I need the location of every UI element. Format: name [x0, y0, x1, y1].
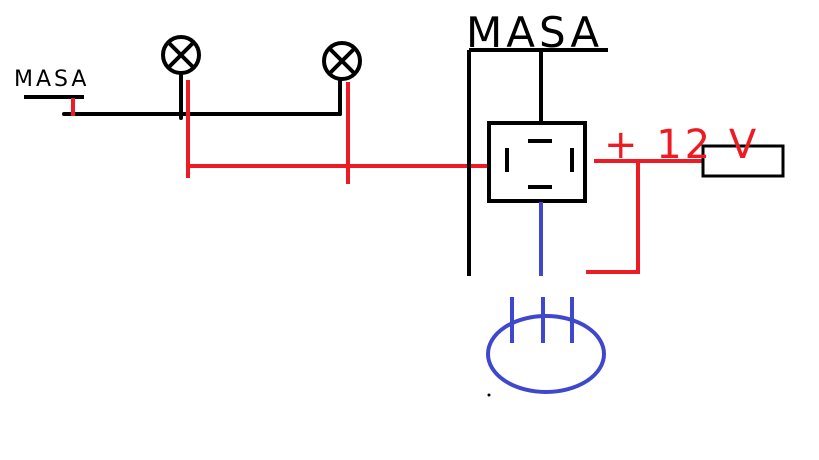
stray-dot	[487, 393, 491, 397]
supply-label: + 12 V	[604, 122, 759, 168]
relay-box	[487, 121, 587, 203]
battery-terminal	[701, 144, 785, 178]
switch-ellipse	[486, 297, 606, 394]
ground-label-left: MASA	[14, 67, 89, 92]
black-wire-lamps	[62, 71, 342, 120]
black-wire-ground	[467, 48, 608, 276]
lamp-icon	[322, 41, 362, 81]
red-wire-supply	[586, 159, 703, 274]
red-wire-lamps	[186, 80, 488, 184]
lamp-icon	[161, 35, 201, 75]
